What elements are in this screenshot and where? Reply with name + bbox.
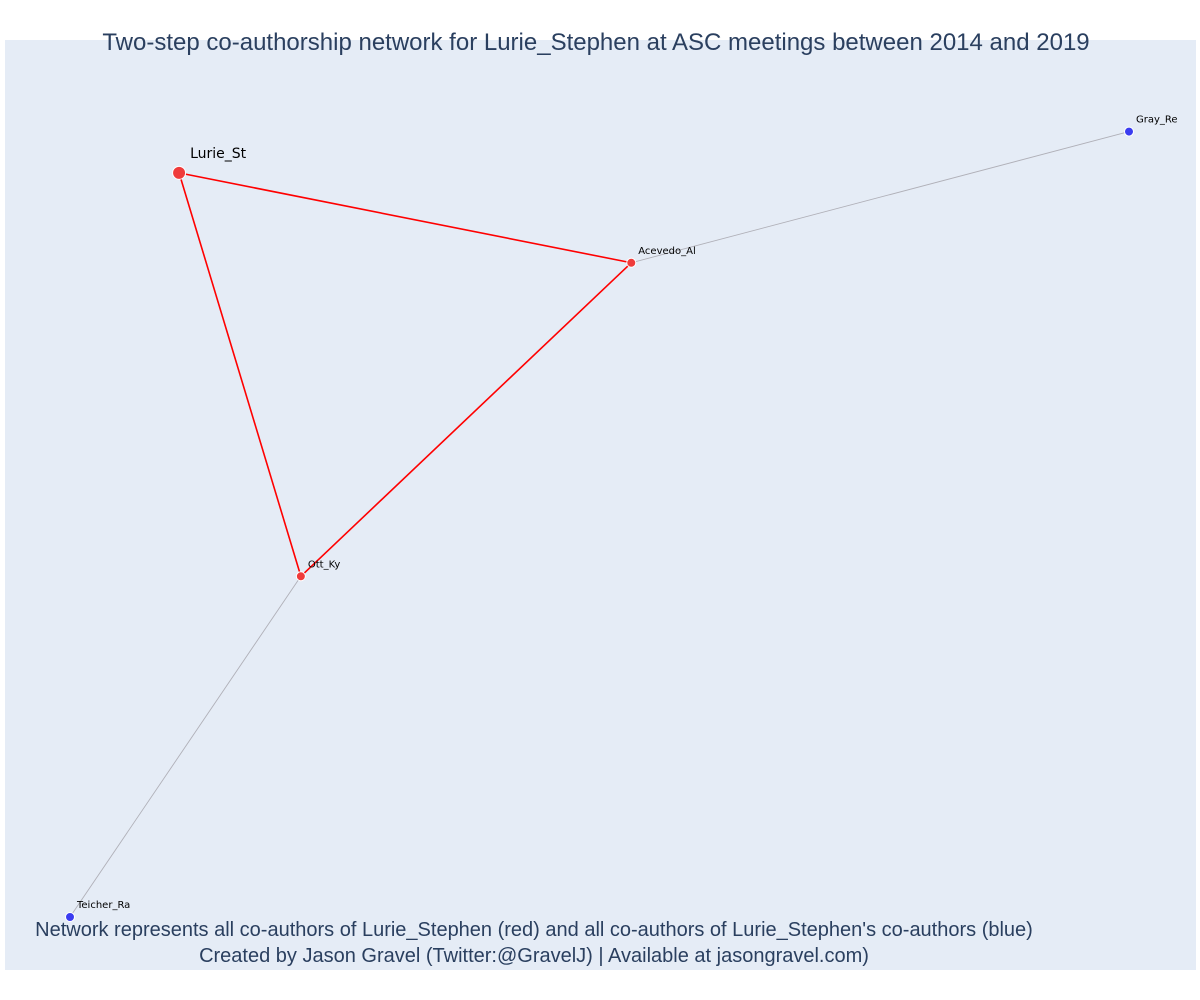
node-label-gray-re: Gray_Re xyxy=(1136,115,1178,126)
chart-title: Two-step co-authorship network for Lurie… xyxy=(102,29,1090,56)
node-lurie-st[interactable] xyxy=(172,165,187,180)
node-label-lurie-st: Lurie_St xyxy=(190,146,247,162)
node-label-ott-ky: Ott_Ky xyxy=(308,559,341,570)
nodes-layer xyxy=(65,126,1134,922)
node-ott-ky[interactable] xyxy=(295,571,306,582)
node-gray-re[interactable] xyxy=(1124,126,1134,137)
footnote-line-1: Network represents all co-authors of Lur… xyxy=(35,919,1033,941)
node-acevedo-al[interactable] xyxy=(626,257,637,268)
edge-lurie_st-acevedo_al xyxy=(178,172,632,264)
plot-area xyxy=(5,40,1196,970)
edge-lurie_st-ott_ky xyxy=(178,172,302,577)
node-label-teicher-ra: Teicher_Ra xyxy=(76,900,130,911)
node-label-acevedo-al: Acevedo_Al xyxy=(638,246,695,257)
edges-layer xyxy=(69,131,1130,918)
edge-acevedo_al-gray_re xyxy=(631,131,1130,264)
footnote-line-2: Created by Jason Gravel (Twitter:@Gravel… xyxy=(199,945,869,967)
edge-acevedo_al-ott_ky xyxy=(300,262,632,577)
edge-ott_ky-teicher_ra xyxy=(69,576,302,918)
node-teicher-ra[interactable] xyxy=(65,912,75,922)
